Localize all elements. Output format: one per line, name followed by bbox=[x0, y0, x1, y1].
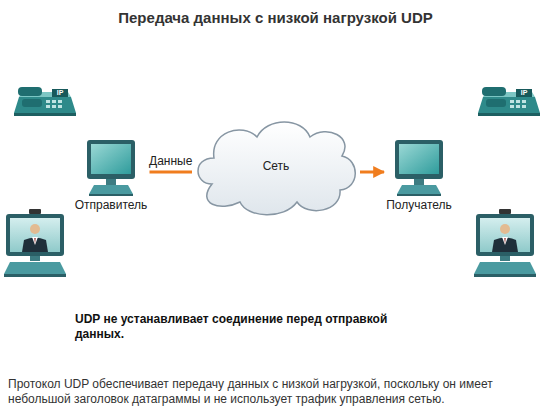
edge-label: Данные bbox=[148, 154, 193, 168]
cloud-shape bbox=[198, 122, 355, 215]
video-terminal-icon bbox=[474, 209, 536, 277]
diagram-title: Передача данных с низкой нагрузкой UDP bbox=[0, 9, 551, 26]
ip-phone-icon bbox=[14, 86, 76, 116]
data-arrow bbox=[360, 171, 384, 174]
computer-icon bbox=[85, 140, 137, 196]
note-text: UDP не устанавливает соединение перед от… bbox=[75, 312, 415, 342]
network-cloud: Сеть bbox=[192, 112, 360, 220]
host-node: Получатель bbox=[384, 138, 454, 218]
phone-badge: IP bbox=[52, 89, 68, 97]
video-terminal-icon bbox=[4, 209, 66, 277]
data-arrow bbox=[150, 171, 193, 174]
host-node: Отправитель bbox=[73, 138, 150, 218]
cloud-label: Сеть bbox=[263, 159, 290, 173]
caption-text: Протокол UDP обеспечивает передачу данны… bbox=[8, 377, 546, 407]
host-label: Получатель bbox=[384, 198, 454, 212]
computer-icon bbox=[393, 140, 445, 196]
phone-badge: IP bbox=[516, 89, 532, 97]
host-label: Отправитель bbox=[73, 198, 150, 212]
ip-phone-icon bbox=[478, 86, 540, 116]
